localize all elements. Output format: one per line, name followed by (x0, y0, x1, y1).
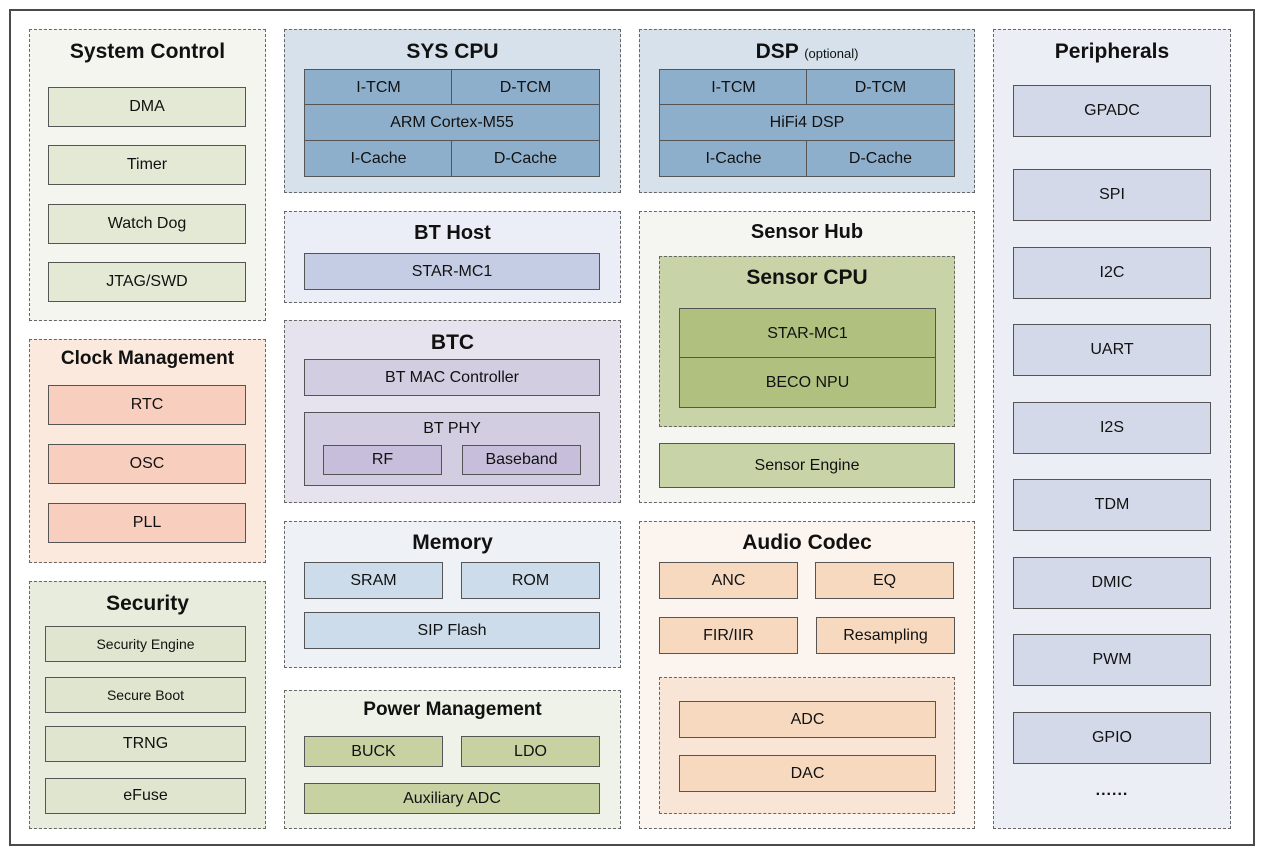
group-title: Sensor Hub (750, 221, 864, 243)
converter-group: ADC DAC (659, 677, 955, 814)
block-uart: UART (1013, 324, 1211, 376)
block-dma: DMA (48, 87, 246, 127)
block-dtcm: D-TCM (451, 69, 600, 106)
block-beco-npu: BECO NPU (679, 357, 936, 408)
power-management-group: Power Management BUCK LDO Auxiliary ADC (284, 690, 621, 829)
sys-cpu-group: SYS CPU I-TCM D-TCM ARM Cortex-M55 I-Cac… (284, 29, 621, 193)
security-group: Security Security Engine Secure Boot TRN… (29, 581, 266, 829)
bt-host-group: BT Host STAR-MC1 (284, 211, 621, 303)
bt-phy-label: BT PHY (423, 420, 481, 437)
group-title: Audio Codec (742, 531, 872, 554)
group-title: Memory (412, 531, 493, 554)
group-title: System Control (69, 40, 226, 63)
block-secure-boot: Secure Boot (45, 677, 246, 713)
block-jtag-swd: JTAG/SWD (48, 262, 246, 302)
group-title: Security (106, 592, 189, 615)
block-pll: PLL (48, 503, 246, 543)
block-adc: ADC (679, 701, 936, 738)
block-i2s: I2S (1013, 402, 1211, 454)
block-bt-mac-controller: BT MAC Controller (304, 359, 600, 396)
dsp-group: DSP (optional) I-TCM D-TCM HiFi4 DSP I-C… (639, 29, 975, 193)
group-title: DSP (optional) (640, 40, 974, 64)
audio-codec-group: Audio Codec ANC EQ FIR/IIR Resampling AD… (639, 521, 975, 829)
block-spi: SPI (1013, 169, 1211, 221)
block-gpadc: GPADC (1013, 85, 1211, 137)
group-title: SYS CPU (406, 40, 499, 63)
group-title: Clock Management (60, 348, 235, 369)
memory-group: Memory SRAM ROM SIP Flash (284, 521, 621, 668)
block-dcache: D-Cache (451, 140, 600, 177)
block-baseband: Baseband (462, 445, 581, 475)
btc-group: BTC BT MAC Controller BT PHY RF Baseband (284, 320, 621, 503)
system-control-group: System Control DMA Timer Watch Dog JTAG/… (29, 29, 266, 321)
block-security-engine: Security Engine (45, 626, 246, 662)
block-efuse: eFuse (45, 778, 246, 814)
group-title: Sensor CPU (746, 266, 868, 289)
block-pwm: PWM (1013, 634, 1211, 686)
block-rom: ROM (461, 562, 600, 599)
block-rf: RF (323, 445, 442, 475)
block-hifi4-dsp: HiFi4 DSP (659, 104, 955, 142)
block-star-mc1: STAR-MC1 (679, 308, 936, 359)
block-rtc: RTC (48, 385, 246, 425)
group-title: Power Management (363, 699, 542, 720)
dsp-title: DSP (755, 40, 799, 63)
peripherals-group: Peripherals GPADC SPI I2C UART I2S TDM D… (993, 29, 1231, 829)
block-fir-iir: FIR/IIR (659, 617, 798, 654)
block-resampling: Resampling (816, 617, 955, 654)
sensor-cpu-group: Sensor CPU STAR-MC1 BECO NPU (659, 256, 955, 427)
block-sip-flash: SIP Flash (304, 612, 600, 649)
block-anc: ANC (659, 562, 798, 599)
block-icache: I-Cache (659, 140, 808, 177)
block-watchdog: Watch Dog (48, 204, 246, 244)
block-arm-cortex-m55: ARM Cortex-M55 (304, 104, 600, 142)
clock-management-group: Clock Management RTC OSC PLL (29, 339, 266, 563)
block-eq: EQ (815, 562, 954, 599)
dsp-optional-note: (optional) (804, 46, 859, 61)
block-i2c: I2C (1013, 247, 1211, 299)
block-buck: BUCK (304, 736, 443, 767)
block-trng: TRNG (45, 726, 246, 762)
block-star-mc1: STAR-MC1 (304, 253, 600, 290)
block-dmic: DMIC (1013, 557, 1211, 609)
block-dcache: D-Cache (806, 140, 955, 177)
block-sensor-engine: Sensor Engine (659, 443, 955, 488)
block-tdm: TDM (1013, 479, 1211, 531)
block-itcm: I-TCM (659, 69, 808, 106)
more-peripherals-ellipsis: ...... (1095, 782, 1129, 799)
group-title: BT Host (414, 222, 491, 244)
block-sram: SRAM (304, 562, 443, 599)
block-dac: DAC (679, 755, 936, 792)
group-title: BTC (430, 331, 475, 354)
block-dtcm: D-TCM (806, 69, 955, 106)
block-auxiliary-adc: Auxiliary ADC (304, 783, 600, 814)
block-icache: I-Cache (304, 140, 453, 177)
sensor-hub-group: Sensor Hub Sensor CPU STAR-MC1 BECO NPU … (639, 211, 975, 503)
block-gpio: GPIO (1013, 712, 1211, 764)
block-timer: Timer (48, 145, 246, 185)
block-osc: OSC (48, 444, 246, 484)
block-ldo: LDO (461, 736, 600, 767)
block-itcm: I-TCM (304, 69, 453, 106)
group-title: Peripherals (1054, 40, 1170, 63)
